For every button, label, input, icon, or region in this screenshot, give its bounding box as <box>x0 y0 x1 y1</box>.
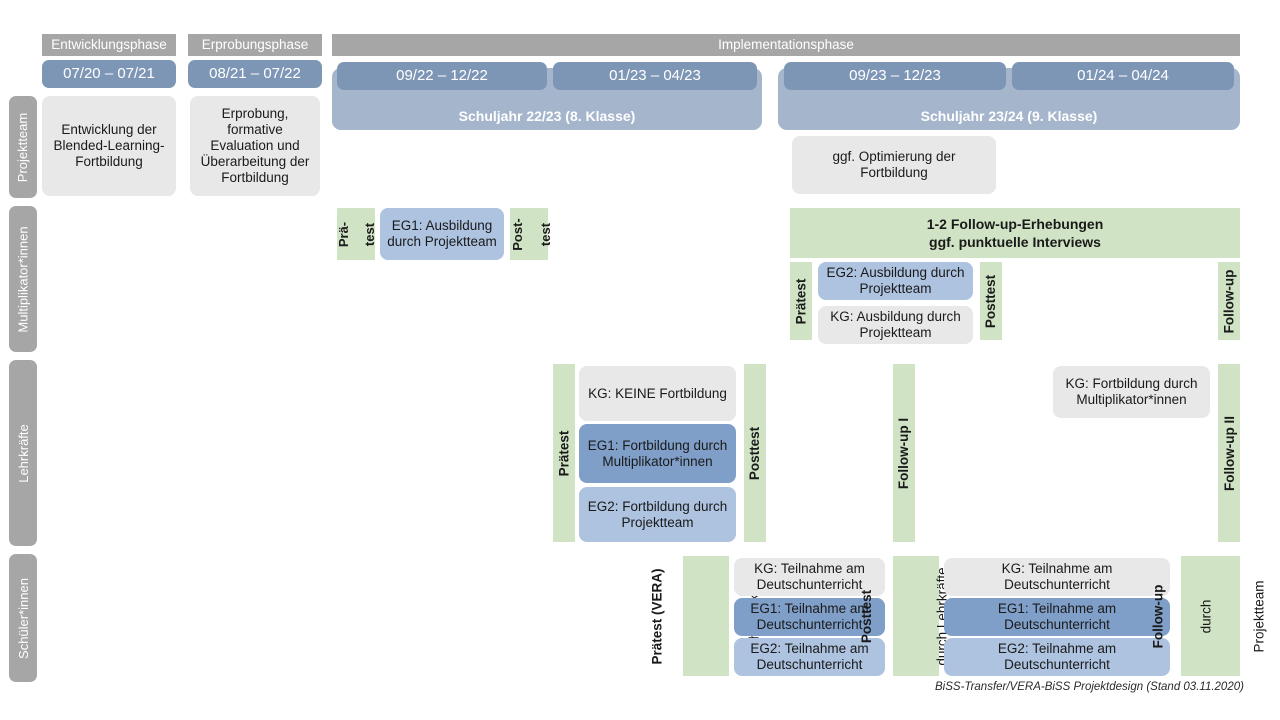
schueler-praetest-bold-label: Prätest (VERA) <box>649 567 665 665</box>
schueler-kg-teilnahme-label-2: KG: Teilnahme am Deutschunterricht <box>1001 561 1113 592</box>
projektteam-optimierung-label: ggf. Optimierung der Fortbildung <box>832 149 956 180</box>
phase-header-erprobungsphase: Erprobungsphase <box>188 34 322 56</box>
row-label-lehrkraefte: Lehrkräfte <box>9 360 37 546</box>
row-label-multiplikatorinnen: Multiplikator*innen <box>9 206 37 352</box>
period-label: 08/21 – 07/22 <box>209 65 301 83</box>
multiplikatoren-posttest-line1: Post- <box>509 217 525 251</box>
multiplikatoren-followup-label: Follow-up <box>1221 269 1237 333</box>
multiplikatoren-posttest2-strip: Posttest <box>980 262 1002 340</box>
projektteam-optimierung-box: ggf. Optimierung der Fortbildung <box>792 136 996 194</box>
period-label: 01/24 – 04/24 <box>1077 67 1169 85</box>
multiplikatoren-eg1-ausbildung-box: EG1: Ausbildung durch Projektteam <box>380 208 504 260</box>
lehrkraefte-praetest-strip: Prätest <box>553 364 575 542</box>
row-label-text: Projektteam <box>15 112 31 182</box>
row-label-text: Schüler*innen <box>15 577 31 659</box>
lehrkraefte-followup2-strip: Follow-up II <box>1218 364 1240 542</box>
schueler-followup-sub-line1: durch <box>1198 599 1214 633</box>
projektteam-entwicklung-label: Entwicklung der Blended-Learning-Fortbil… <box>53 122 165 169</box>
multiplikatoren-praetest-strip: Prä- test <box>336 208 377 260</box>
schueler-followup-sub-line2: Projektteam <box>1251 579 1267 653</box>
phase-header-label: Erprobungsphase <box>201 37 309 53</box>
schueler-posttest-bold-label: Posttest <box>859 589 875 643</box>
lehrkraefte-kg-keine-label: KG: KEINE Fortbildung <box>588 385 727 401</box>
lehrkraefte-followup1-label: Follow-up I <box>896 417 912 489</box>
multiplikatoren-kg-ausbildung-box: KG: Ausbildung durch Projektteam <box>818 306 973 344</box>
lehrkraefte-eg2-fortbildung-label: EG2: Fortbildung durch Projektteam <box>587 498 728 530</box>
projektteam-erprobung-box: Erprobung, formative Evaluation und Über… <box>190 96 320 196</box>
phase-header-entwicklungsphase: Entwicklungsphase <box>42 34 176 56</box>
schueler-eg2-teilnahme-label-1: EG2: Teilnahme am Deutschunterricht <box>750 641 869 672</box>
schueler-eg1-teilnahme-label-1: EG1: Teilnahme am Deutschunterricht <box>750 601 869 632</box>
schueler-praetest-strip: Prätest (VERA) durch Lehrkräfte <box>649 556 762 676</box>
lehrkraefte-praetest-label: Prätest <box>556 430 572 476</box>
footer-source-note: BiSS-Transfer/VERA-BiSS Projektdesign (S… <box>935 681 1244 693</box>
period-label: 07/20 – 07/21 <box>63 65 155 83</box>
phase-header-label: Entwicklungsphase <box>51 37 167 53</box>
lehrkraefte-eg1-fortbildung-box: EG1: Fortbildung durch Multiplikator*inn… <box>579 424 736 483</box>
multiplikatoren-kg-ausbildung-label: KG: Ausbildung durch Projektteam <box>830 309 961 340</box>
lehrkraefte-kg-fortbildung-label: KG: Fortbildung durch Multiplikator*inne… <box>1065 376 1198 407</box>
lehrkraefte-followup2-label: Follow-up II <box>1221 415 1237 491</box>
period-chip-0720-0721: 07/20 – 07/21 <box>42 60 176 88</box>
lehrkraefte-followup1-strip: Follow-up I <box>893 364 915 542</box>
period-chip-0123-0423: 01/23 – 04/23 <box>553 62 757 90</box>
multiplikatoren-posttest2-label: Posttest <box>983 274 999 328</box>
schueler-eg1-teilnahme-label-2: EG1: Teilnahme am Deutschunterricht <box>997 601 1117 632</box>
row-label-text: Lehrkräfte <box>15 423 31 483</box>
row-label-projektteam: Projektteam <box>9 96 37 198</box>
multiplikatoren-praetest-line2: test <box>361 222 377 246</box>
lehrkraefte-posttest-label: Posttest <box>747 426 763 480</box>
multiplikatoren-posttest-strip: Post- test <box>509 208 553 260</box>
followup-erhebungen-line1: 1-2 Follow-up-Erhebungen <box>926 215 1104 232</box>
lehrkraefte-kg-fortbildung-box: KG: Fortbildung durch Multiplikator*inne… <box>1053 366 1210 418</box>
schueler-eg2-teilnahme-label-2: EG2: Teilnahme am Deutschunterricht <box>997 641 1117 672</box>
lehrkraefte-eg1-fortbildung-label: EG1: Fortbildung durch Multiplikator*inn… <box>587 437 728 469</box>
phase-header-label: Implementationsphase <box>718 37 854 53</box>
lehrkraefte-kg-keine-box: KG: KEINE Fortbildung <box>579 366 736 421</box>
followup-erhebungen-line2: ggf. punktuelle Interviews <box>929 234 1101 250</box>
period-chip-0821-0722: 08/21 – 07/22 <box>188 60 322 88</box>
schueler-kg-teilnahme-box-2: KG: Teilnahme am Deutschunterricht <box>944 558 1170 596</box>
period-label: 09/23 – 12/23 <box>849 67 941 85</box>
multiplikatoren-eg1-ausbildung-label: EG1: Ausbildung durch Projektteam <box>387 218 497 249</box>
period-chip-0922-1222: 09/22 – 12/22 <box>337 62 547 90</box>
lehrkraefte-eg2-fortbildung-box: EG2: Fortbildung durch Projektteam <box>579 487 736 542</box>
multiplikatoren-followup-strip: Follow-up <box>1218 262 1240 340</box>
schueler-eg2-teilnahme-box-1: EG2: Teilnahme am Deutschunterricht <box>734 638 885 676</box>
phase-header-implementationsphase: Implementationsphase <box>332 34 1240 56</box>
period-chip-0923-1223: 09/23 – 12/23 <box>784 62 1006 90</box>
schoolyear-label: Schuljahr 23/24 (9. Klasse) <box>920 108 1098 124</box>
multiplikatoren-praetest-line1: Prä- <box>336 221 352 247</box>
schueler-kg-teilnahme-label-1: KG: Teilnahme am Deutschunterricht <box>754 561 865 592</box>
period-label: 09/22 – 12/22 <box>396 67 488 85</box>
row-label-text: Multiplikator*innen <box>15 225 31 333</box>
schueler-kg-teilnahme-box-1: KG: Teilnahme am Deutschunterricht <box>734 558 885 596</box>
period-chip-0124-0424: 01/24 – 04/24 <box>1012 62 1234 90</box>
projektteam-erprobung-label: Erprobung, formative Evaluation und Über… <box>200 106 310 185</box>
multiplikatoren-praetest2-strip: Prätest <box>790 262 812 340</box>
footer-text: BiSS-Transfer/VERA-BiSS Projektdesign (S… <box>935 681 1244 693</box>
schueler-followup-strip: Follow-up durch Projektteam <box>1150 556 1267 676</box>
row-label-schuelerinnen: Schüler*innen <box>9 554 37 682</box>
multiplikatoren-eg2-ausbildung-label: EG2: Ausbildung durch Projektteam <box>826 265 965 296</box>
schoolyear-label: Schuljahr 22/23 (8. Klasse) <box>458 108 636 124</box>
schueler-followup-bold-label: Follow-up <box>1150 584 1166 648</box>
schueler-eg1-teilnahme-box-1: EG1: Teilnahme am Deutschunterricht <box>734 598 885 636</box>
schueler-eg1-teilnahme-box-2: EG1: Teilnahme am Deutschunterricht <box>944 598 1170 636</box>
schueler-posttest-strip: Posttest durch Lehrkräfte <box>859 556 950 676</box>
lehrkraefte-posttest-strip: Posttest <box>744 364 766 542</box>
multiplikatoren-followup-erhebungen-band: 1-2 Follow-up-Erhebungen ggf. punktuelle… <box>790 208 1240 258</box>
schueler-eg2-teilnahme-box-2: EG2: Teilnahme am Deutschunterricht <box>944 638 1170 676</box>
projektteam-entwicklung-box: Entwicklung der Blended-Learning-Fortbil… <box>42 96 176 196</box>
multiplikatoren-posttest-line2: test <box>538 222 554 246</box>
multiplikatoren-eg2-ausbildung-box: EG2: Ausbildung durch Projektteam <box>818 262 973 300</box>
multiplikatoren-praetest2-label: Prätest <box>793 278 809 324</box>
period-label: 01/23 – 04/23 <box>609 67 701 85</box>
